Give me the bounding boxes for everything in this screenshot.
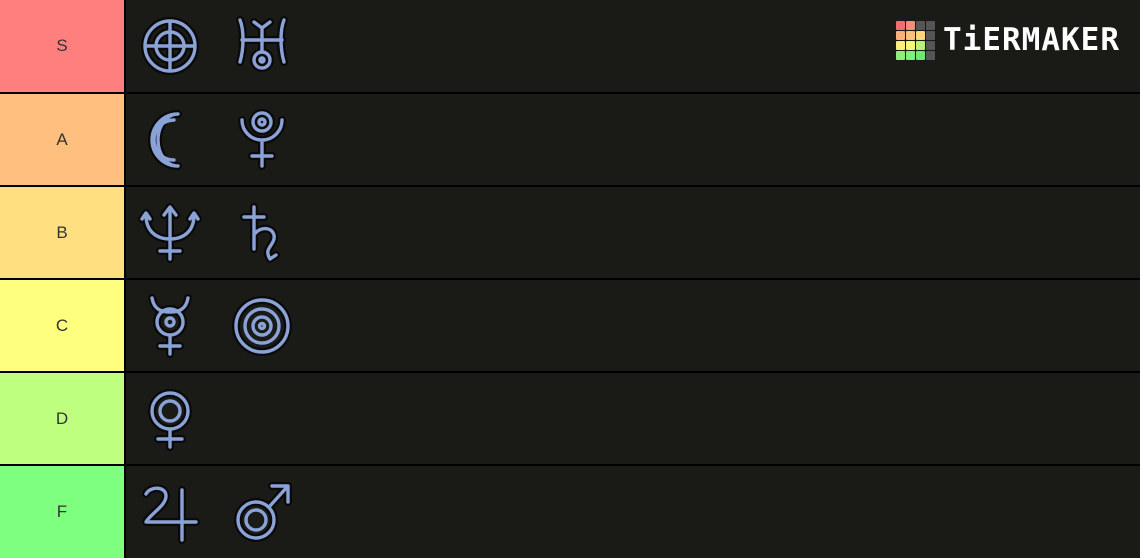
tier-label-b[interactable]: B (0, 187, 124, 278)
tier-row-c: C (0, 280, 1140, 371)
logo-grid-cell (916, 50, 926, 60)
logo-grid-cell (906, 40, 916, 50)
tier-label-c[interactable]: C (0, 280, 124, 371)
logo-grid-cell (916, 20, 926, 30)
tier-row-s: S TiERMAKER (0, 0, 1140, 92)
saturn-symbol-icon[interactable] (230, 201, 294, 265)
logo-grid-cell (916, 30, 926, 40)
tier-items-s[interactable]: TiERMAKER (126, 0, 1140, 92)
tier-row-b: B (0, 187, 1140, 278)
logo-grid-cell (926, 20, 936, 30)
tier-label-d[interactable]: D (0, 373, 124, 464)
tier-items-a[interactable] (126, 94, 1140, 185)
pluto-symbol-icon[interactable] (230, 108, 294, 172)
tier-items-f[interactable] (126, 466, 1140, 558)
tiermaker-logo: TiERMAKER (896, 18, 1120, 62)
sun-rings-symbol-icon[interactable] (230, 294, 294, 358)
logo-grid-cell (926, 40, 936, 50)
tier-row-d: D (0, 373, 1140, 464)
tier-items-c[interactable] (126, 280, 1140, 371)
logo-grid-cell (896, 50, 906, 60)
logo-grid-icon (896, 20, 936, 60)
mercury-symbol-icon[interactable] (138, 293, 202, 358)
logo-grid-cell (896, 20, 906, 30)
logo-grid-cell (916, 40, 926, 50)
tier-row-f: F (0, 466, 1140, 558)
jupiter-symbol-icon[interactable] (138, 480, 202, 544)
logo-grid-cell (896, 40, 906, 50)
logo-grid-cell (906, 50, 916, 60)
logo-grid-cell (906, 20, 916, 30)
tier-items-b[interactable] (126, 187, 1140, 278)
uranus-symbol-icon[interactable] (230, 14, 294, 78)
logo-grid-cell (906, 30, 916, 40)
moon-symbol-icon[interactable] (138, 108, 202, 172)
tier-label-f[interactable]: F (0, 466, 124, 558)
tier-items-d[interactable] (126, 373, 1140, 464)
logo-grid-cell (926, 50, 936, 60)
logo-grid-cell (926, 30, 936, 40)
tier-label-s[interactable]: S (0, 0, 124, 92)
venus-symbol-icon[interactable] (138, 387, 202, 451)
tier-row-a: A (0, 94, 1140, 185)
neptune-symbol-icon[interactable] (138, 201, 202, 265)
tier-label-a[interactable]: A (0, 94, 124, 185)
earth-symbol-icon[interactable] (138, 14, 202, 78)
logo-grid-cell (896, 30, 906, 40)
logo-text: TiERMAKER (943, 22, 1120, 58)
mars-symbol-icon[interactable] (230, 480, 294, 544)
